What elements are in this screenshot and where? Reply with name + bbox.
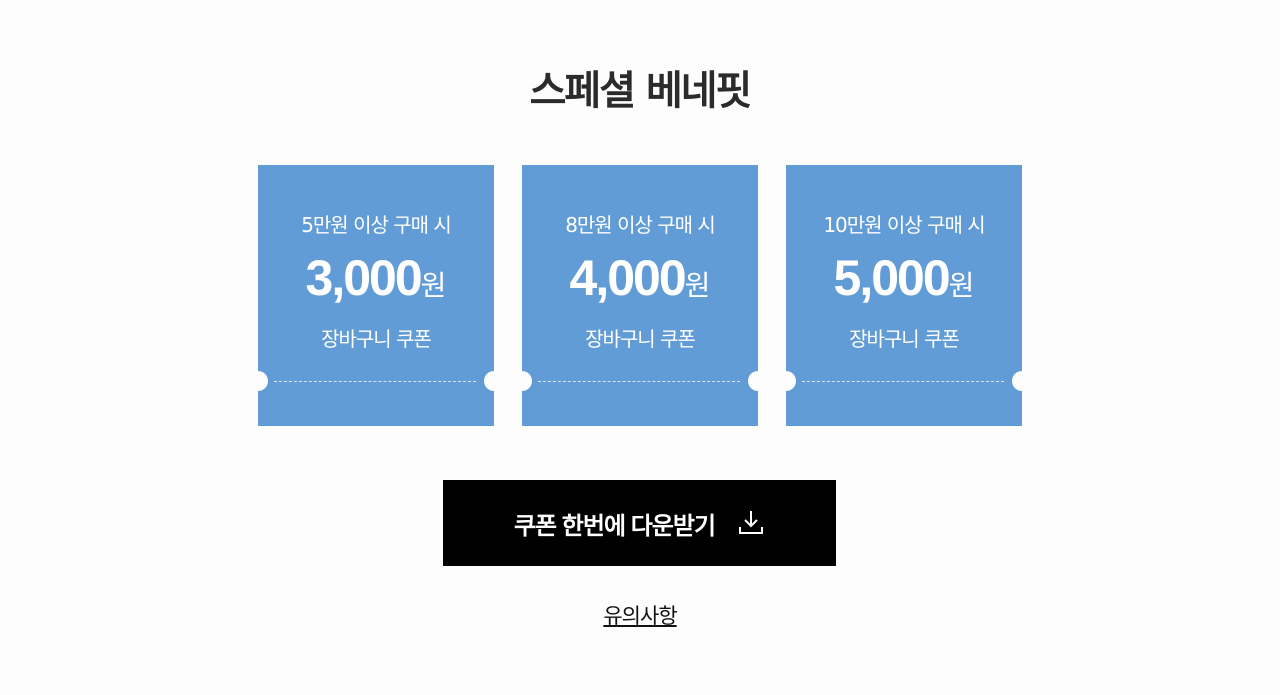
coupon-condition: 5만원 이상 구매 시 [301,213,452,237]
coupon-divider [802,381,1004,382]
download-all-coupons-button[interactable]: 쿠폰 한번에 다운받기 [443,480,836,566]
coupon-notch [1012,371,1032,391]
coupon-notch [748,371,768,391]
coupon-type: 장바구니 쿠폰 [321,327,432,351]
coupon-amount-value: 5,000 [833,250,951,306]
coupon-notch [484,371,504,391]
coupon-card: 10만원 이상 구매 시 5,000원 장바구니 쿠폰 [776,165,1032,426]
coupon-type: 장바구니 쿠폰 [585,327,696,351]
section-title: 스페셜 베네핏 [529,68,753,114]
coupon-type: 장바구니 쿠폰 [849,327,960,351]
download-button-label: 쿠폰 한번에 다운받기 [513,512,716,540]
coupon-amount: 5,000원 [786,249,1022,307]
download-icon [737,508,765,539]
coupon-list: 5만원 이상 구매 시 3,000원 장바구니 쿠폰 8만원 이상 구매 시 4… [248,165,1032,426]
coupon-divider [274,381,476,382]
coupon-notch [248,371,268,391]
coupon-amount-unit: 원 [684,269,711,302]
notice-link[interactable]: 유의사항 [603,604,677,628]
coupon-amount-unit: 원 [420,269,447,302]
coupon-card: 8만원 이상 구매 시 4,000원 장바구니 쿠폰 [512,165,768,426]
coupon-condition: 10만원 이상 구매 시 [823,213,985,237]
coupon-amount-unit: 원 [948,269,975,302]
coupon-amount: 4,000원 [522,249,758,307]
coupon-notch [512,371,532,391]
coupon-amount: 3,000원 [258,249,494,307]
coupon-amount-value: 3,000 [305,250,423,306]
coupon-card: 5만원 이상 구매 시 3,000원 장바구니 쿠폰 [248,165,504,426]
coupon-notch [776,371,796,391]
coupon-divider [538,381,740,382]
coupon-amount-value: 4,000 [569,250,687,306]
coupon-condition: 8만원 이상 구매 시 [565,213,716,237]
